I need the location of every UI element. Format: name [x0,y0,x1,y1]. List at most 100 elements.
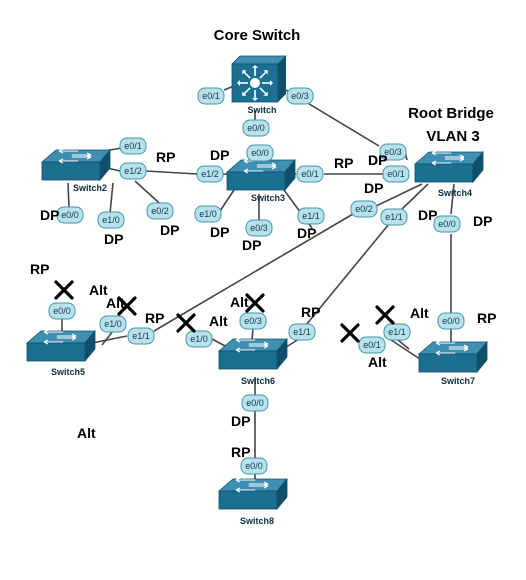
port-sw2-e12[interactable]: e1/2 [119,162,147,180]
port-badge [350,200,378,218]
switch-front-face [218,490,278,510]
port-sw2-e00[interactable]: e0/0 [56,206,84,224]
switch-label: Switch6 [241,376,275,386]
switch-switch5[interactable]: Switch5 [25,329,96,377]
port-label: e1/0 [104,319,122,329]
port-sw2-e01[interactable]: e0/1 [119,137,147,155]
port-badge [56,206,84,224]
port-badge [241,394,269,412]
link-segment [101,330,114,346]
x-stroke [375,305,395,325]
port-label: e0/0 [246,398,264,408]
port-sw5-e11[interactable]: e1/1 [127,327,155,345]
router-arrowhead-icon [263,91,268,96]
port-sw5-e10[interactable]: e1/0 [99,315,127,333]
switch-switch2[interactable]: Switch2 [40,148,111,193]
port-label: e1/1 [385,212,403,222]
role-alt-bottom: Alt [77,425,96,441]
port-label: e0/1 [202,91,220,101]
link-segment [145,170,198,175]
switch-front-face [41,161,101,181]
router-arrowhead-icon [270,80,273,86]
port-sw8-e00[interactable]: e0/0 [240,457,268,475]
port-label: e1/0 [199,209,217,219]
router-arrowhead-icon [252,65,258,68]
port-label: e0/3 [291,91,309,101]
port-sw4-e01[interactable]: e0/1 [382,165,410,183]
port-sw2-e02[interactable]: e0/2 [146,202,174,220]
link-segment [375,183,423,207]
port-sw3-e12[interactable]: e1/2 [196,165,224,183]
role-dp-sw2-e00: DP [40,207,59,223]
switch-core[interactable]: Switch [231,55,287,115]
port-sw5-e00[interactable]: e0/0 [48,302,76,320]
port-sw3-e00[interactable]: e0/0 [246,144,274,162]
switch-label: Switch3 [251,193,285,203]
role-dp-sw6-e00: DP [231,413,250,429]
switch-top-face [225,159,296,173]
port-badge [185,330,213,348]
port-sw6-e11[interactable]: e1/1 [288,323,316,341]
port-sw3-e10[interactable]: e1/0 [194,205,222,223]
port-core-e03[interactable]: e0/3 [286,87,314,105]
switch-switch3[interactable]: Switch3 [225,158,296,203]
router-arrowhead-icon [252,98,258,101]
port-badge [239,312,267,330]
port-label: e1/2 [124,166,142,176]
port-sw6-e03[interactable]: e0/3 [239,312,267,330]
router-hub-icon [250,78,260,88]
switch-switch7[interactable]: Switch7 [417,340,488,386]
switch-arrow-right-icon [71,152,92,158]
port-sw7-e11[interactable]: e1/1 [383,323,411,341]
port-sw4-e03[interactable]: e0/3 [379,143,407,161]
switch-side-face [284,158,296,192]
switch-switch8[interactable]: Switch8 [217,477,288,526]
port-sw3-e11[interactable]: e1/1 [297,207,325,225]
switch-label: Switch4 [438,188,472,198]
port-badge [99,315,127,333]
port-sw6-e10[interactable]: e1/0 [185,330,213,348]
link-segment [91,335,128,344]
port-core-e00[interactable]: e0/0 [242,119,270,137]
switch-switch4[interactable]: Switch4 [413,150,484,198]
port-sw2-e10[interactable]: e1/0 [97,211,125,229]
port-label: e0/0 [438,219,456,229]
port-label: e0/0 [245,461,263,471]
switch-arrow-right-icon [444,154,465,160]
port-label: e1/1 [302,211,320,221]
port-sw3-e01[interactable]: e0/1 [296,165,324,183]
switch-top-face [413,151,484,165]
port-badge [146,202,174,220]
switch-front-face [226,171,286,191]
port-sw4-e02[interactable]: e0/2 [350,200,378,218]
port-badge [379,143,407,161]
link-segment [401,183,429,210]
port-label: e1/2 [201,169,219,179]
port-sw7-e01[interactable]: e0/1 [358,336,386,354]
port-label: e0/0 [53,306,71,316]
port-sw3-e03[interactable]: e0/3 [245,219,273,237]
port-label: e0/0 [251,148,269,158]
port-core-e01[interactable]: e0/1 [197,87,225,105]
port-sw7-e00[interactable]: e0/0 [437,312,465,330]
port-label: e1/1 [388,327,406,337]
port-sw4-e00[interactable]: e0/0 [433,215,461,233]
switch-switch6[interactable]: Switch6 [217,337,288,386]
switch-arrow-left-icon [58,148,79,154]
port-sw4-e11[interactable]: e1/1 [380,208,408,226]
switch-side-face [276,477,288,511]
switch-front-face [26,342,86,362]
port-label: e1/0 [190,334,208,344]
switch-arrow-right-icon [248,341,269,347]
port-badge [286,87,314,105]
link-segment [305,223,390,326]
switch-label: Switch2 [73,183,107,193]
port-badge [119,162,147,180]
role-dp-sw4-e11: DP [418,207,437,223]
switch-arrow-left-icon [431,150,452,156]
x-stroke [340,323,360,343]
switch-front-face [414,163,474,183]
role-rp-sw5-top: RP [30,261,49,277]
port-sw6-e00[interactable]: e0/0 [241,394,269,412]
